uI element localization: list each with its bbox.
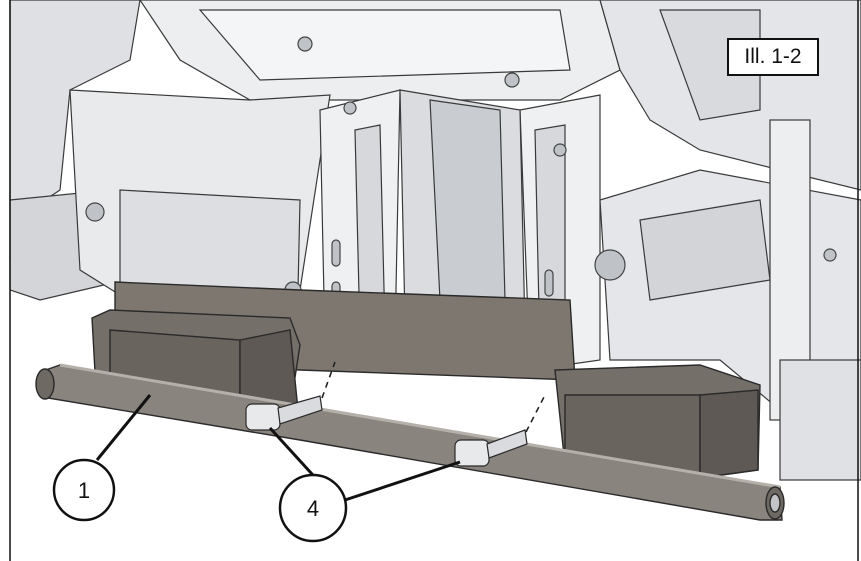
bumper-tube <box>35 363 785 521</box>
figure-border <box>9 0 859 561</box>
callout-number: 4 <box>307 496 319 521</box>
callout-4: 4 <box>278 473 348 543</box>
callout-circle <box>52 458 116 522</box>
callout-1: 1 <box>52 458 116 522</box>
callout-circle <box>278 473 348 543</box>
callout-number: 1 <box>78 478 90 503</box>
bolts <box>245 361 546 467</box>
illustration-label: Ill. 1-2 <box>727 38 819 76</box>
